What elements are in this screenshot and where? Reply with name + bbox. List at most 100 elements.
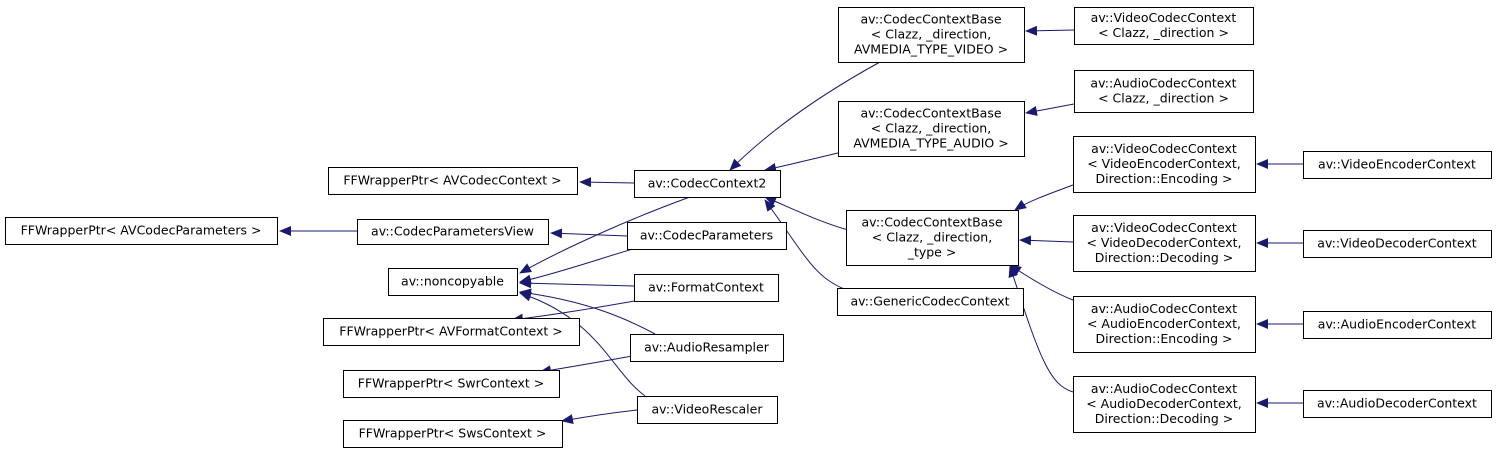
class-node-box [357, 219, 549, 245]
class-node-label-line: av::VideoRescaler [652, 402, 764, 417]
class-node-label-line: av::CodecParameters [640, 228, 773, 243]
inheritance-edge-codec_parameters-to-noncopyable [519, 246, 641, 285]
class-node-label-line: av::AudioCodecContext [1090, 76, 1236, 91]
class-node-label-line: < Clazz, _direction, [871, 27, 991, 42]
class-node-box [1073, 376, 1256, 433]
class-node-box [1074, 7, 1254, 45]
class-node-label-line: Direction::Decoding > [1095, 411, 1233, 426]
class-node-audio-encoder-ctx[interactable]: av::AudioEncoderContext [1303, 311, 1492, 339]
inheritance-edge-vcc_decoder-to-ccb_type [1019, 235, 1074, 246]
class-node-ffw-sws[interactable]: FFWrapperPtr< SwsContext > [343, 420, 563, 448]
class-node-label-line: av::CodecContextBase [861, 215, 1002, 230]
class-node-label-line: AVMEDIA_TYPE_AUDIO > [853, 136, 1008, 151]
class-node-codec-context2[interactable]: av::CodecContext2 [634, 170, 781, 198]
class-node-audio-decoder-ctx[interactable]: av::AudioDecoderContext [1303, 390, 1492, 418]
class-node-label-line: av::CodecParametersView [371, 224, 534, 239]
class-node-label-line: av::VideoDecoderContext [1317, 236, 1476, 251]
inheritance-edge-generic_codec_ctx-to-codec_context2 [764, 199, 851, 292]
class-node-label-line: av::CodecContextBase [860, 106, 1001, 121]
class-node-ccb-audio[interactable]: av::CodecContextBase< Clazz, _direction,… [838, 101, 1025, 157]
class-node-label-line: FFWrapperPtr< AVCodecParameters > [21, 223, 262, 238]
class-node-audio-resampler[interactable]: av::AudioResampler [630, 334, 784, 362]
class-node-label-line: < VideoEncoderContext, [1087, 156, 1241, 171]
class-node-box [1303, 151, 1492, 179]
class-node-vcc-decoder[interactable]: av::VideoCodecContext< VideoDecoderConte… [1073, 215, 1256, 272]
class-node-box [846, 210, 1019, 266]
class-node-box [838, 101, 1025, 157]
class-node-video-decoder-ctx[interactable]: av::VideoDecoderContext [1303, 230, 1492, 258]
nodes-layer: FFWrapperPtr< AVCodecParameters > FFWrapp… [5, 7, 1492, 448]
class-node-label-line: < Clazz, _direction > [1098, 25, 1229, 40]
inheritance-edge-acc_generic-to-ccb_audio [1025, 103, 1075, 116]
class-node-vcc-encoder[interactable]: av::VideoCodecContext< VideoEncoderConte… [1073, 136, 1256, 193]
class-node-box [637, 396, 778, 424]
class-node-label-line: FFWrapperPtr< SwrContext > [358, 376, 544, 391]
class-node-video-encoder-ctx[interactable]: av::VideoEncoderContext [1303, 151, 1492, 179]
class-node-box [837, 288, 1024, 316]
inheritance-edge-ccb_video-to-codec_context2 [729, 61, 881, 171]
class-node-acc-encoder[interactable]: av::AudioCodecContext< AudioEncoderConte… [1073, 296, 1256, 353]
class-node-label-line: FFWrapperPtr< SwsContext > [359, 426, 547, 441]
inheritance-edge-ccb_audio-to-codec_context2 [764, 152, 839, 173]
class-node-label-line: FFWrapperPtr< AVCodecContext > [343, 173, 561, 188]
class-node-label-line: FFWrapperPtr< AVFormatContext > [339, 324, 562, 339]
class-node-ccb-video[interactable]: av::CodecContextBase< Clazz, _direction,… [838, 7, 1025, 63]
class-node-box [1073, 136, 1256, 193]
class-node-box [343, 370, 560, 398]
class-node-label-line: < Clazz, _direction, [872, 230, 992, 245]
inheritance-edge-vcc_generic-to-ccb_video [1025, 25, 1075, 36]
class-node-label-line: av::VideoCodecContext [1091, 10, 1237, 25]
class-node-box [627, 222, 787, 250]
class-node-ffw-codecparams[interactable]: FFWrapperPtr< AVCodecParameters > [5, 217, 278, 245]
inheritance-edge-format_context-to-noncopyable [519, 278, 635, 289]
class-node-codec-params-view[interactable]: av::CodecParametersView [357, 219, 549, 245]
class-node-label-line: < VideoDecoderContext, [1086, 235, 1241, 250]
inheritance-edge-codec_parameters-to-codec_params_view [550, 228, 628, 239]
class-node-label-line: Direction::Decoding > [1095, 250, 1233, 265]
class-node-label-line: < AudioEncoderContext, [1087, 316, 1241, 331]
class-node-label-line: av::VideoCodecContext [1091, 220, 1237, 235]
inheritance-edge-format_context-to-ffw_formatctx [511, 299, 641, 324]
class-node-label-line: av::FormatContext [648, 280, 764, 295]
class-node-box [5, 217, 278, 245]
class-node-box [388, 268, 518, 296]
class-node-label-line: av::VideoCodecContext [1091, 141, 1237, 156]
class-node-ffw-swr[interactable]: FFWrapperPtr< SwrContext > [343, 370, 560, 398]
class-node-label-line: < Clazz, _direction, [871, 121, 991, 136]
class-node-ccb-type[interactable]: av::CodecContextBase< Clazz, _direction,… [846, 210, 1019, 266]
class-node-label-line: av::VideoEncoderContext [1318, 157, 1476, 172]
class-node-label-line: av::AudioCodecContext [1091, 301, 1237, 316]
class-node-vcc-generic[interactable]: av::VideoCodecContext< Clazz, _direction… [1074, 7, 1254, 45]
class-node-ffw-codecctx[interactable]: FFWrapperPtr< AVCodecContext > [328, 167, 578, 195]
class-node-box [1303, 230, 1492, 258]
class-node-acc-decoder[interactable]: av::AudioCodecContext< AudioDecoderConte… [1073, 376, 1256, 433]
class-node-label-line: av::GenericCodecContext [850, 294, 1009, 309]
inheritance-edge-codec_context2-to-ffw_codecctx [579, 177, 635, 188]
class-node-format-context[interactable]: av::FormatContext [634, 274, 779, 302]
class-node-generic-codec-ctx[interactable]: av::GenericCodecContext [837, 288, 1024, 316]
class-node-noncopyable[interactable]: av::noncopyable [388, 268, 518, 296]
class-node-video-rescaler[interactable]: av::VideoRescaler [637, 396, 778, 424]
inheritance-edge-vcc_encoder-to-ccb_type [1014, 184, 1074, 211]
inheritance-edge-video_rescaler-to-noncopyable [519, 291, 646, 397]
class-node-label-line: < AudioDecoderContext, [1086, 396, 1242, 411]
class-node-box [630, 334, 784, 362]
class-node-box [1073, 296, 1256, 353]
class-node-codec-parameters[interactable]: av::CodecParameters [627, 222, 787, 250]
class-node-label-line: av::AudioEncoderContext [1318, 317, 1476, 332]
inheritance-edge-codec_context2-to-noncopyable [519, 196, 691, 274]
class-node-label-line: _type > [907, 245, 957, 260]
class-node-box [323, 318, 580, 346]
class-node-box [1303, 390, 1492, 418]
edges-layer [279, 25, 1303, 424]
class-node-label-line: av::AudioDecoderContext [1317, 396, 1477, 411]
class-node-box [634, 274, 779, 302]
class-node-acc-generic[interactable]: av::AudioCodecContext< Clazz, _direction… [1074, 70, 1254, 113]
class-node-ffw-formatctx[interactable]: FFWrapperPtr< AVFormatContext > [323, 318, 580, 346]
inheritance-edge-audio_resampler-to-ffw_swr [539, 355, 633, 376]
class-node-label-line: AVMEDIA_TYPE_VIDEO > [854, 42, 1008, 57]
inheritance-edge-video_rescaler-to-ffw_sws [561, 409, 638, 424]
class-node-label-line: av::CodecContext2 [648, 176, 767, 191]
class-node-label-line: Direction::Encoding > [1096, 331, 1233, 346]
